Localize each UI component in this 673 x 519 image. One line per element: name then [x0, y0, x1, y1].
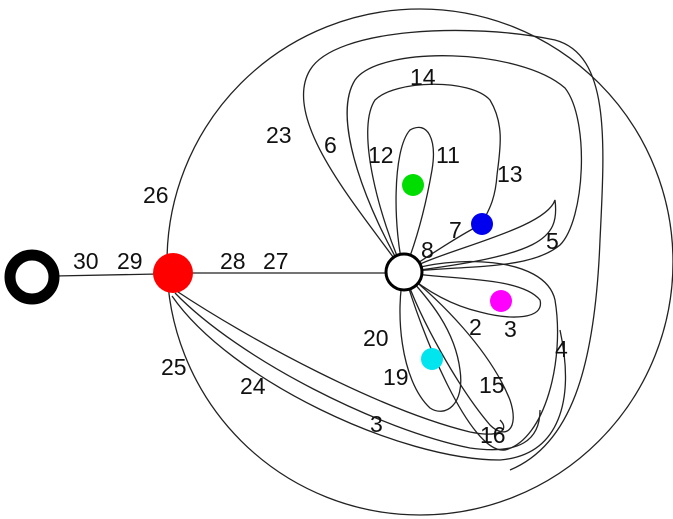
edge-label-27: 27 [263, 248, 289, 274]
edge-3-lower [174, 292, 541, 451]
edge-label-28: 28 [220, 248, 246, 274]
loop-15 [403, 271, 514, 433]
edge-label-23: 23 [266, 122, 292, 148]
edge-label-24: 24 [240, 373, 266, 399]
edge-label-12: 12 [368, 142, 394, 168]
edge-label-16: 16 [480, 422, 506, 448]
loop-6 [346, 55, 583, 273]
edge-16 [171, 295, 567, 461]
edge-label-15: 15 [479, 372, 505, 398]
loop-2-3 [403, 271, 541, 318]
green-dot [402, 174, 424, 196]
edge-label-3-right: 3 [504, 316, 517, 342]
center-vertex [384, 252, 424, 292]
edge-label-19: 19 [383, 364, 409, 390]
edge-ring-to-red [54, 273, 159, 277]
edge-label-6: 6 [324, 132, 337, 158]
edge-label-30: 30 [73, 248, 99, 274]
magenta-dot [490, 290, 512, 312]
edge-label-7: 7 [449, 217, 462, 243]
edge-label-2: 2 [469, 314, 482, 340]
edge-label-3-lower: 3 [370, 411, 383, 437]
edge-label-8: 8 [421, 237, 434, 263]
edge-label-20: 20 [363, 325, 389, 351]
loop-23 [302, 29, 604, 471]
edge-label-14: 14 [410, 64, 436, 90]
edge-24 [174, 289, 505, 435]
loop-12-11 [395, 126, 434, 273]
edge-label-25: 25 [161, 354, 187, 380]
edge-label-29: 29 [117, 248, 143, 274]
edge-label-13: 13 [497, 161, 523, 187]
blue-dot [471, 213, 493, 235]
edge-label-11: 11 [436, 142, 460, 168]
edge-label-5: 5 [546, 228, 559, 254]
cyan-dot [421, 348, 443, 370]
outer-ring-vertex [4, 249, 60, 305]
red-vertex [153, 253, 193, 293]
loop-20-19 [399, 271, 462, 412]
edge-label-26: 26 [143, 182, 169, 208]
loop-14 [367, 83, 501, 273]
loop-4 [403, 260, 559, 451]
edge-label-4: 4 [555, 336, 568, 362]
loop-5-inner [403, 199, 557, 273]
